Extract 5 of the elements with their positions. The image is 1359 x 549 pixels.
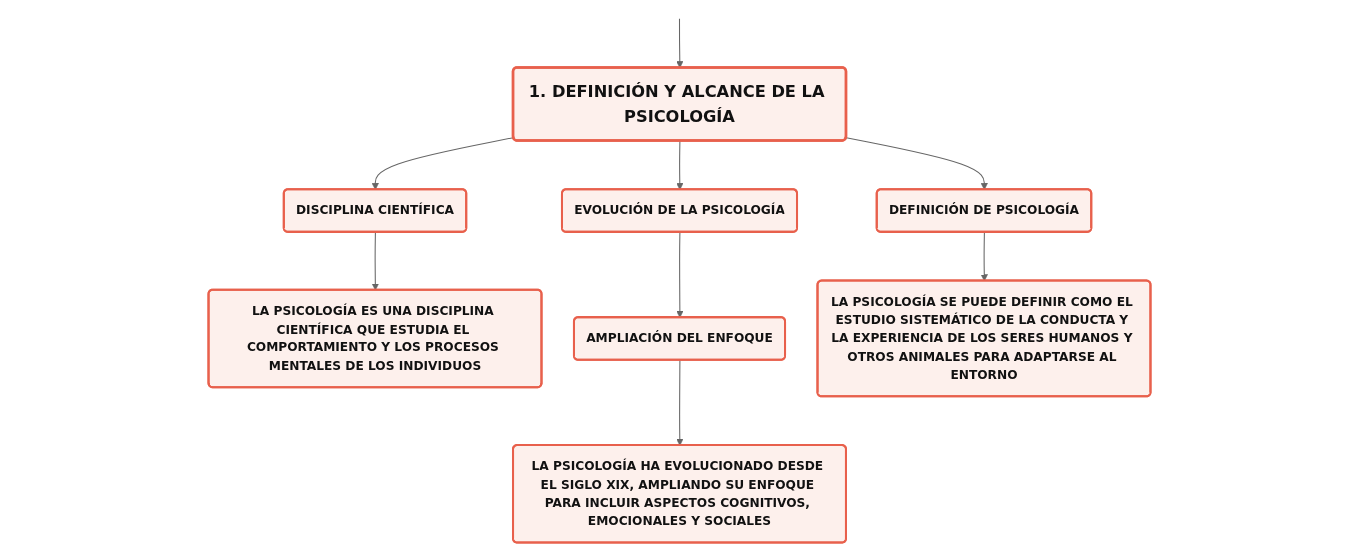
arrow [676,359,684,446]
arrow [676,231,684,318]
arrow [371,137,515,190]
arrow [676,140,684,190]
arrow [845,137,988,190]
